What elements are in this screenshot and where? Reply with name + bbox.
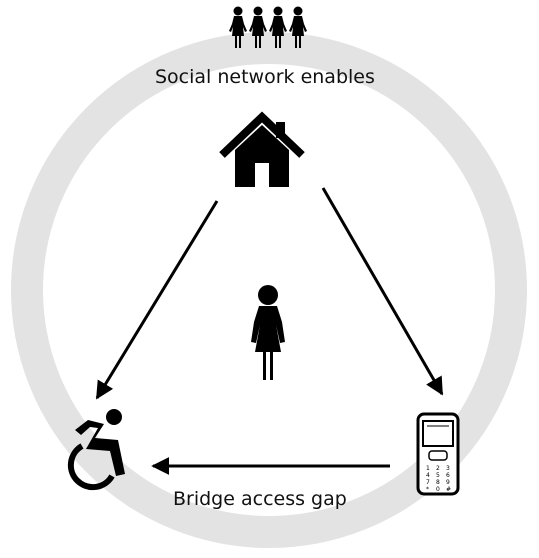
- social-network-label: Social network enables: [155, 66, 375, 88]
- phone-key: 7: [426, 479, 430, 486]
- phone-key: 8: [436, 479, 440, 486]
- crowd-person-4: [289, 6, 307, 48]
- phone-key: *: [426, 486, 429, 493]
- phone-key: 2: [436, 465, 440, 472]
- phone-key: 3: [446, 465, 450, 472]
- background-ring: [11, 32, 527, 548]
- phone-key: 6: [446, 472, 450, 479]
- mobile-phone-icon: 1 2 3 4 5 6 7 8 9 * 0 #: [416, 412, 460, 496]
- crowd-icon: [229, 6, 307, 48]
- wheelchair-icon: [67, 409, 125, 491]
- phone-key: 4: [426, 472, 430, 479]
- phone-key: 9: [446, 479, 450, 486]
- crowd-person-3: [269, 6, 287, 48]
- bridge-access-gap-label: Bridge access gap: [173, 488, 347, 510]
- phone-key: 1: [426, 465, 430, 472]
- phone-key: 5: [436, 472, 440, 479]
- arrow-house-to-phone: [321, 187, 444, 396]
- house-icon: [219, 111, 305, 187]
- arrow-house-to-wheelchair: [95, 200, 219, 400]
- crowd-person-2: [249, 6, 267, 48]
- person-icon: [251, 285, 285, 380]
- phone-key: #: [446, 486, 451, 493]
- crowd-person-1: [229, 6, 247, 48]
- phone-key: 0: [436, 486, 440, 493]
